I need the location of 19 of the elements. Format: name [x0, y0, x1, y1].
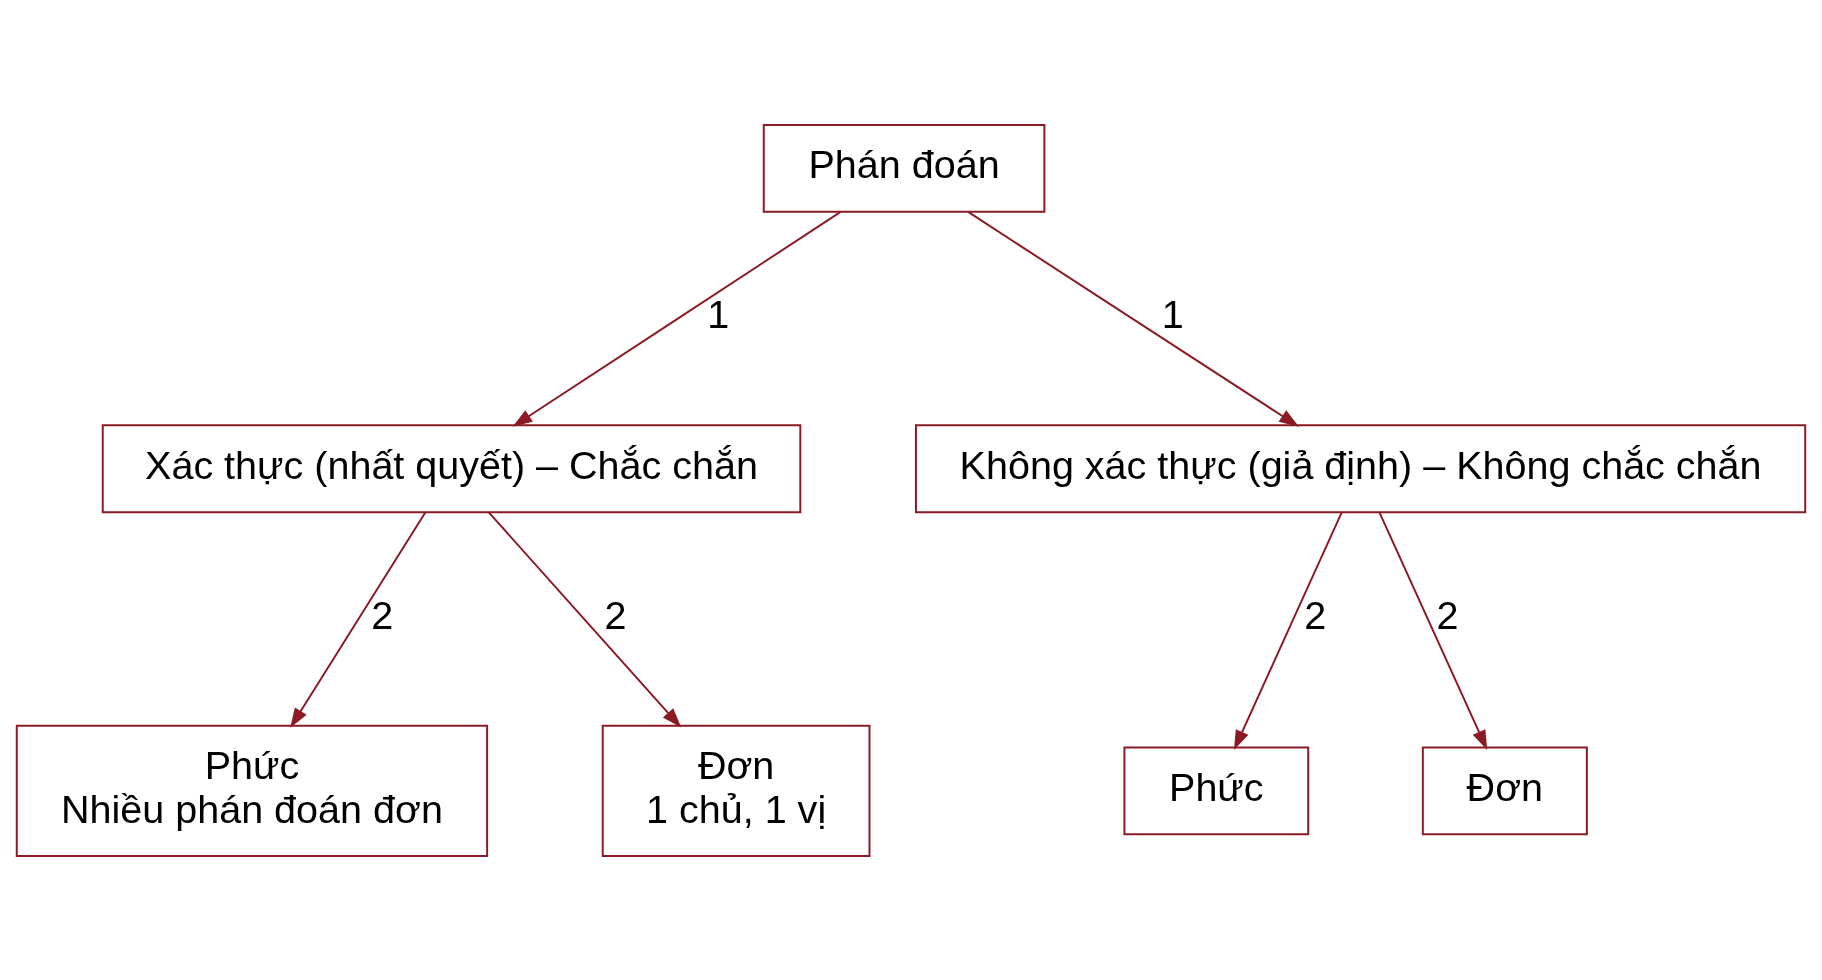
node-box: Không xác thực (giả định) – Không chắc chắn [914, 423, 1807, 513]
arrow [487, 510, 682, 728]
arrow [512, 210, 842, 427]
edge-label: 2 [371, 592, 394, 637]
node-box: Phán đoán [762, 123, 1046, 213]
arrow [1378, 510, 1488, 750]
node-box: Đơn 1 chủ, 1 vị [601, 724, 871, 857]
edge-label: 1 [1161, 291, 1184, 336]
node-box: Xác thực (nhất quyết) – Chắc chắn [101, 423, 802, 513]
node-box: Phức Nhiều phán đoán đơn [15, 724, 489, 857]
edge-label: 2 [1436, 592, 1459, 637]
arrow [967, 210, 1299, 427]
edge-label: 1 [707, 291, 730, 336]
node-box: Phức [1123, 745, 1310, 835]
edge-label: 2 [604, 592, 627, 637]
arrow [1233, 510, 1343, 750]
node-box: Đơn [1421, 745, 1588, 835]
edge-label: 2 [1304, 592, 1327, 637]
arrow [290, 510, 427, 728]
